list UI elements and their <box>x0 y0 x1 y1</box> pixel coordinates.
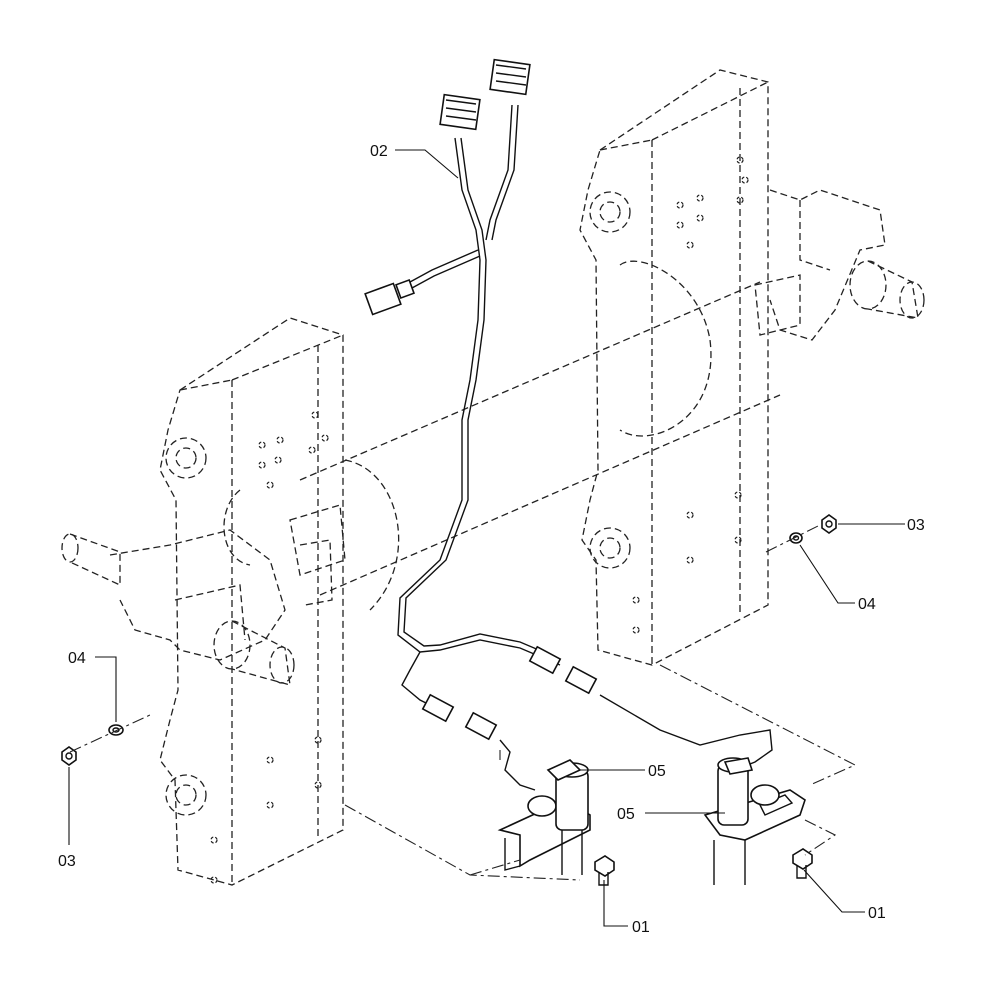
wiring-harness <box>364 58 773 791</box>
leader-lines <box>68 149 905 927</box>
harness-inline-connectors <box>421 645 598 741</box>
left-plate-holes <box>210 411 329 884</box>
right-frame-plate <box>579 69 769 666</box>
label-05-left: 05 <box>648 763 666 780</box>
label-03-right: 03 <box>907 517 925 534</box>
nut-right <box>821 514 837 534</box>
harness-connector-top-left <box>439 93 481 131</box>
bolt-right <box>792 848 813 879</box>
label-04-right: 04 <box>858 596 876 613</box>
bolt-left <box>594 855 615 886</box>
left-frame-plate <box>159 317 344 886</box>
label-01-left: 01 <box>632 919 650 936</box>
washer-right <box>789 532 803 544</box>
right-plate-holes <box>632 156 749 634</box>
left-axle-hub <box>61 504 346 686</box>
label-03-left: 03 <box>58 853 76 870</box>
washer-left <box>108 724 124 736</box>
label-01-right: 01 <box>868 905 886 922</box>
nut-left <box>61 746 77 766</box>
label-02: 02 <box>370 143 388 160</box>
sensor-right <box>703 757 806 885</box>
assembly-axis-lines <box>69 523 857 881</box>
harness-connector-side <box>364 279 415 316</box>
cross-tube <box>223 260 781 611</box>
label-04-left: 04 <box>68 650 86 667</box>
harness-connector-top-right <box>489 58 531 96</box>
sensor-left <box>497 759 591 875</box>
right-axle-hub <box>754 189 925 341</box>
label-05-right: 05 <box>617 806 635 823</box>
